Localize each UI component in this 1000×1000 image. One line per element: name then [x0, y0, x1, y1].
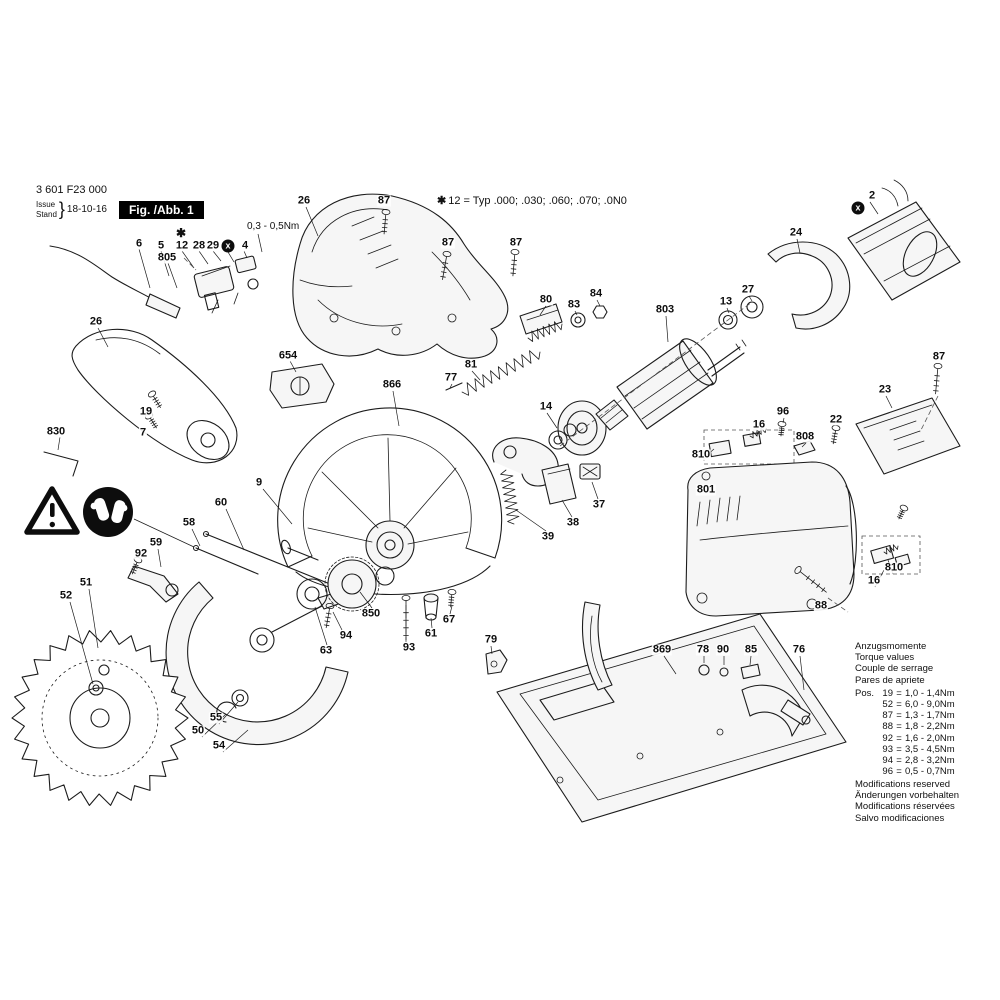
- brush-holder-parts-upper: [703, 429, 816, 465]
- blade-flange-stack: [296, 556, 439, 621]
- bracket-654: [269, 363, 335, 409]
- footer-note-line: Modifications reserved: [855, 779, 951, 790]
- issue-label: Issue: [36, 199, 56, 209]
- stand-label: Stand: [36, 209, 57, 219]
- housing-cover-24: [767, 241, 851, 330]
- small-torque-note: 0,3 - 0,5Nm: [247, 221, 300, 232]
- torque-row: Pos.19=1,0 - 1,4Nm: [855, 687, 955, 699]
- type-number: 3 601 F23 000: [36, 184, 107, 196]
- torque-title-line: Pares de apriete: [855, 674, 925, 686]
- base-plate-assembly: [485, 601, 847, 823]
- footer-note-line: Salvo modificaciones: [855, 812, 945, 824]
- torque-row: 87=1,3 - 1,7Nm: [882, 710, 955, 722]
- torque-row: 94=2,8 - 3,2Nm: [882, 755, 955, 767]
- main-handle-housing: [292, 193, 509, 359]
- cord-and-switch-assembly: [49, 245, 259, 319]
- housing-cover-23: [855, 397, 961, 475]
- depth-lever-and-pins: [127, 530, 331, 603]
- motor-housing-801: [685, 461, 857, 617]
- type-variants-note: ✱12 = Typ .000; .030; .060; .070; .0N0: [437, 194, 627, 207]
- figure-label: Fig. /Abb. 1: [118, 200, 204, 219]
- footer-note-line: Modifications réservées: [855, 801, 955, 813]
- wear-gloves-sign: [83, 487, 133, 537]
- spindle-lock-parts: [519, 303, 608, 335]
- generated-fasteners: [130, 208, 943, 641]
- issue-stand-labels: Issue Stand: [36, 200, 57, 219]
- locking-pin-77: [445, 382, 463, 391]
- saw-blade: [11, 630, 189, 806]
- title-block: 3 601 F23 000 Issue Stand } 18-10-16 Fig…: [36, 184, 204, 220]
- bearings: [718, 295, 764, 330]
- armature-assembly: [548, 338, 747, 456]
- torque-row: 52=6,0 - 9,0Nm: [882, 699, 955, 711]
- torque-row: 96=0,5 - 0,7Nm: [882, 766, 955, 778]
- footer-note-line: Änderungen vorbehalten: [855, 790, 960, 802]
- torque-row: 93=3,5 - 4,5Nm: [882, 743, 955, 755]
- torque-row: 88=1,8 - 2,2Nm: [882, 721, 955, 733]
- type-variants-text: 12 = Typ .000; .030; .060; .070; .0N0: [448, 195, 627, 207]
- auxiliary-handle-grip: [71, 328, 238, 464]
- field-stator: [847, 179, 961, 301]
- star-symbol: ✱: [437, 195, 447, 207]
- warning-triangle-sign: [24, 486, 80, 535]
- torque-row: 92=1,6 - 2,0Nm: [882, 732, 955, 744]
- torque-title-line: Torque values: [855, 652, 915, 664]
- upper-blade-guard: [277, 407, 503, 595]
- brace-glyph: }: [58, 199, 65, 219]
- torque-title-line: Anzugsmomente: [855, 641, 927, 652]
- issue-date: 18-10-16: [66, 204, 107, 215]
- torque-title-line: Couple de serrage: [855, 663, 934, 675]
- riving-clamp-and-lever: [492, 437, 601, 505]
- hex-key-830: [43, 451, 79, 477]
- issue-row: Issue Stand } 18-10-16 Fig. /Abb. 1: [36, 199, 204, 220]
